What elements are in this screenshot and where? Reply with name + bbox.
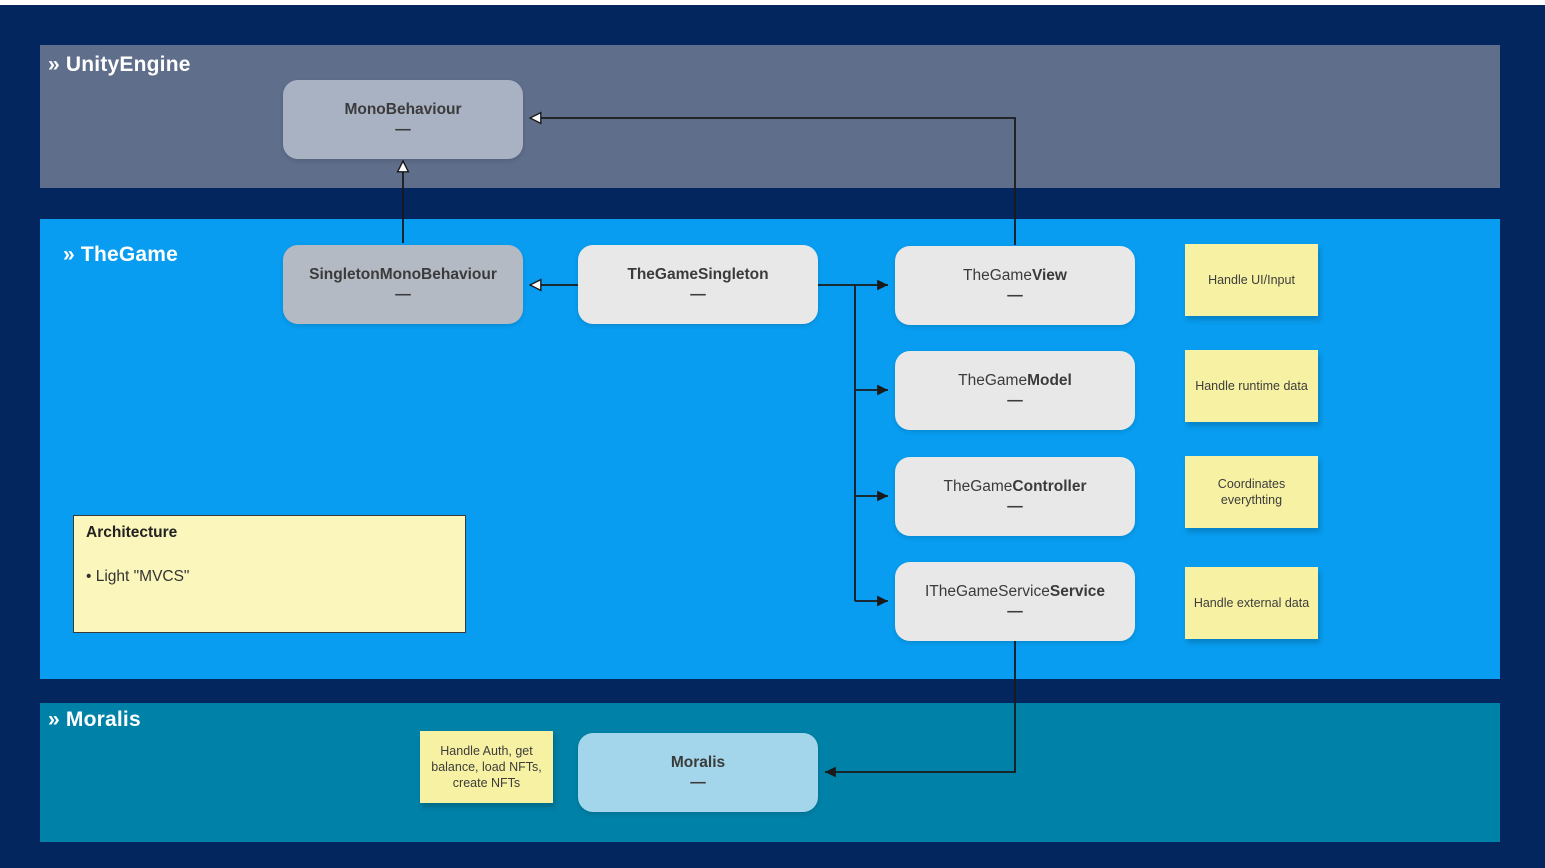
node-thegamemodel[interactable]: TheGameModel — <box>895 351 1135 430</box>
node-ithegameservice[interactable]: ITheGameServiceService — <box>895 562 1135 641</box>
architecture-note-box[interactable]: Architecture • Light "MVCS" <box>73 515 466 633</box>
frame-unityengine[interactable] <box>40 45 1500 188</box>
node-label: TheGameController <box>943 477 1087 495</box>
node-label: TheGameModel <box>958 371 1072 389</box>
node-label: Moralis <box>670 753 726 771</box>
node-subtitle-dash: — <box>1007 392 1023 409</box>
node-subtitle-dash: — <box>1007 498 1023 515</box>
node-subtitle-dash: — <box>690 286 706 303</box>
frame-label-thegame: » TheGame <box>63 243 179 266</box>
node-label: TheGameSingleton <box>627 265 769 283</box>
node-label: SingletonMonoBehaviour <box>309 265 497 283</box>
sticky-note-external-data[interactable]: Handle external data <box>1185 567 1318 639</box>
node-label: MonoBehaviour <box>344 100 462 118</box>
node-thegamesingleton[interactable]: TheGameSingleton — <box>578 245 818 324</box>
node-subtitle-dash: — <box>1007 603 1023 620</box>
node-label: ITheGameServiceService <box>924 582 1106 600</box>
node-singletonmonobehaviour[interactable]: SingletonMonoBehaviour — <box>283 245 523 324</box>
node-subtitle-dash: — <box>395 121 411 138</box>
sticky-note-ui-input[interactable]: Handle UI/Input <box>1185 244 1318 316</box>
node-moralis[interactable]: Moralis — <box>578 733 818 812</box>
frame-label-unityengine: » UnityEngine <box>48 53 191 76</box>
node-subtitle-dash: — <box>395 286 411 303</box>
node-thegameview[interactable]: TheGameView — <box>895 246 1135 325</box>
node-subtitle-dash: — <box>1007 287 1023 304</box>
sticky-note-coordinates[interactable]: Coordinates everythting <box>1185 456 1318 528</box>
frame-label-moralis: » Moralis <box>48 708 141 731</box>
architecture-title: Architecture <box>86 524 178 541</box>
sticky-note-moralis-capabilities[interactable]: Handle Auth, get balance, load NFTs, cre… <box>420 731 553 803</box>
node-label: TheGameView <box>963 266 1067 284</box>
architecture-bullet: • Light "MVCS" <box>86 568 190 585</box>
window-top-edge <box>0 0 1545 5</box>
node-thegamecontroller[interactable]: TheGameController — <box>895 457 1135 536</box>
node-monobehaviour[interactable]: MonoBehaviour — <box>283 80 523 159</box>
sticky-note-runtime-data[interactable]: Handle runtime data <box>1185 350 1318 422</box>
node-subtitle-dash: — <box>690 774 706 791</box>
